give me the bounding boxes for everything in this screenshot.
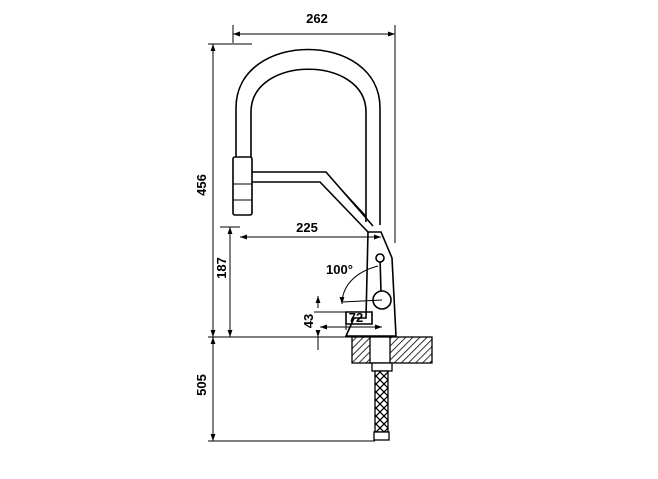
dimension-lines [208,25,396,442]
overall-height-label: 456 [194,174,209,196]
lever-length-label: 72 [349,310,363,325]
lever-knob [375,253,385,263]
spout-arch-outer [235,48,381,225]
spray-head [232,156,253,216]
lever-angle-label: 100° [326,262,353,277]
spout-arm [252,171,374,227]
supply-hose [374,370,389,433]
faucet-outline [232,48,433,441]
handle-height-label: 187 [214,257,229,279]
dimension-labels: 262 456 225 187 100° 43 72 505 [194,11,363,396]
overall-width-label: 262 [306,11,328,26]
hose-length-label: 505 [194,374,209,396]
spout-reach-label: 225 [296,220,318,235]
mounting-base [351,336,433,364]
spout-arch-inner [250,68,367,222]
faucet-body [344,231,397,337]
base-to-lever-label: 43 [301,314,316,328]
lever-handle [379,257,382,293]
